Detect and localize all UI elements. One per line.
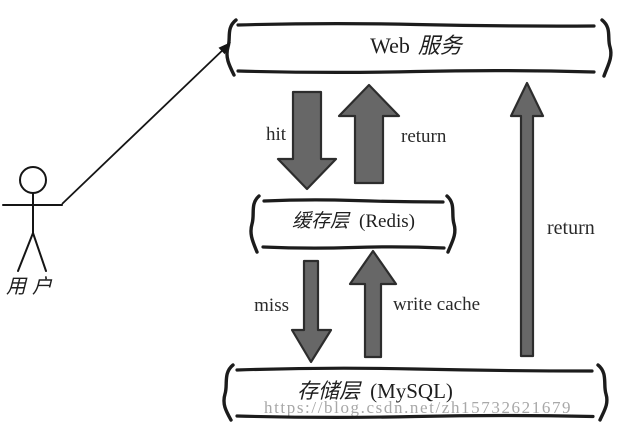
user-head xyxy=(19,166,47,194)
hit-label: hit xyxy=(265,124,286,145)
web-service-label: Web 服务 xyxy=(238,33,594,58)
storage-layer-box xyxy=(222,363,609,422)
user-request-arrowhead-icon xyxy=(218,42,231,55)
user-label: 用户 xyxy=(6,276,58,298)
web-box-bottom-line xyxy=(236,69,596,74)
user-right-leg xyxy=(32,232,47,272)
cache-box-right-brace xyxy=(445,194,457,254)
storage-box-top-line xyxy=(235,366,594,373)
cache-layer-label: 缓存层 (Redis) xyxy=(262,211,445,233)
cache-layer-label-zh: 缓存层 xyxy=(292,211,350,232)
cache-layer-label-tech: (Redis) xyxy=(359,211,415,232)
web-service-label-zh: 服务 xyxy=(417,33,462,58)
storage-layer-label: 存储层 (MySQL) xyxy=(205,379,545,403)
watermark-text: https://blog.csdn.net/zh15732621679 xyxy=(264,398,573,417)
cache-layer-box xyxy=(249,194,457,254)
miss-label: miss xyxy=(254,295,289,316)
user-left-leg xyxy=(17,232,34,272)
return-from-storage-label: return xyxy=(547,217,595,239)
web-box-top-line xyxy=(236,22,596,28)
miss-arrow xyxy=(290,259,333,364)
user-request-arrow xyxy=(61,42,231,205)
write-cache-label: write cache xyxy=(393,294,481,315)
web-box-left-brace xyxy=(225,18,238,77)
storage-layer-label-zh: 存储层 xyxy=(297,379,361,403)
cache-box-left-brace xyxy=(249,194,261,254)
cache-box-top-line xyxy=(262,198,445,204)
return-from-cache-arrow xyxy=(337,83,401,185)
storage-box-left-brace xyxy=(222,363,235,422)
web-box-right-brace xyxy=(600,18,613,78)
user-request-arrow-line xyxy=(61,45,228,205)
return-from-cache-label: return xyxy=(401,126,447,147)
storage-box-bottom-line xyxy=(235,413,595,419)
storage-layer-label-tech: (MySQL) xyxy=(370,379,453,403)
return-from-storage-arrow xyxy=(509,81,545,358)
storage-box-right-brace xyxy=(596,363,609,422)
user-figure xyxy=(2,166,63,272)
hit-arrow xyxy=(276,90,338,191)
write-cache-arrow xyxy=(348,249,398,359)
cache-box-bottom-line xyxy=(261,245,446,250)
web-service-label-en: Web xyxy=(370,33,410,58)
